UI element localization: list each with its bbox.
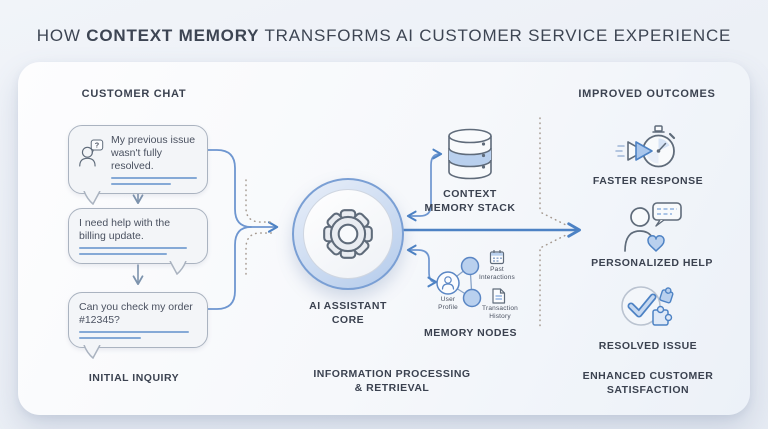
ai-core-ring xyxy=(292,178,404,290)
person-heart-chat-icon xyxy=(624,202,682,252)
initial-inquiry-label: INITIAL INQUIRY xyxy=(88,372,180,384)
personalized-help-label: PERSONALIZED HELP xyxy=(591,257,713,269)
faster-response-label: FASTER RESPONSE xyxy=(592,175,704,187)
database-stack-icon xyxy=(448,128,492,180)
redacted-line xyxy=(79,253,167,256)
person-question-icon: ? xyxy=(79,139,104,167)
gear-icon xyxy=(323,209,373,259)
calendar-icon xyxy=(489,250,505,265)
svg-text:?: ? xyxy=(95,141,100,150)
redacted-line xyxy=(111,183,171,186)
chat-bubble-3: Can you check my order #12345? xyxy=(68,292,208,360)
title-highlight: CONTEXT MEMORY xyxy=(86,26,260,45)
redacted-line xyxy=(79,331,189,334)
chat-bubble-1: ? My previous issue wasn't fully resolve… xyxy=(68,125,208,206)
processing-label: INFORMATION PROCESSING& RETRIEVAL xyxy=(313,368,471,394)
check-puzzle-icon xyxy=(621,286,674,326)
memory-nodes-label: MEMORY NODES xyxy=(424,327,517,339)
redacted-line xyxy=(111,177,197,180)
improved-outcomes-header: IMPROVED OUTCOMES xyxy=(578,88,716,100)
resolved-issue-label: RESOLVED ISSUE xyxy=(598,340,698,352)
chat-bubble-2: I need help with the billing update. xyxy=(68,208,208,276)
page-title: HOW CONTEXT MEMORY TRANSFORMS AI CUSTOME… xyxy=(36,26,732,45)
diagram-panel: CUSTOMER CHAT ? My previous issue wasn't… xyxy=(18,62,750,415)
redacted-line xyxy=(79,247,187,250)
customer-chat-header: CUSTOMER CHAT xyxy=(81,88,187,100)
bubble-tail xyxy=(169,261,187,276)
chat-message-text: Can you check my order #12345? xyxy=(79,301,193,327)
bubble-tail xyxy=(83,191,101,206)
ai-core-circle xyxy=(303,189,393,279)
memory-nodes-icon xyxy=(436,250,506,308)
redacted-line xyxy=(79,337,141,340)
document-icon xyxy=(492,288,506,304)
bubble-tail xyxy=(83,345,101,360)
chat-message-text: My previous issue wasn't fully resolved. xyxy=(111,134,196,173)
stopwatch-fast-forward-icon xyxy=(615,125,676,168)
connector-lines xyxy=(132,117,581,331)
chat-message-text: I need help with the billing update. xyxy=(79,217,171,243)
